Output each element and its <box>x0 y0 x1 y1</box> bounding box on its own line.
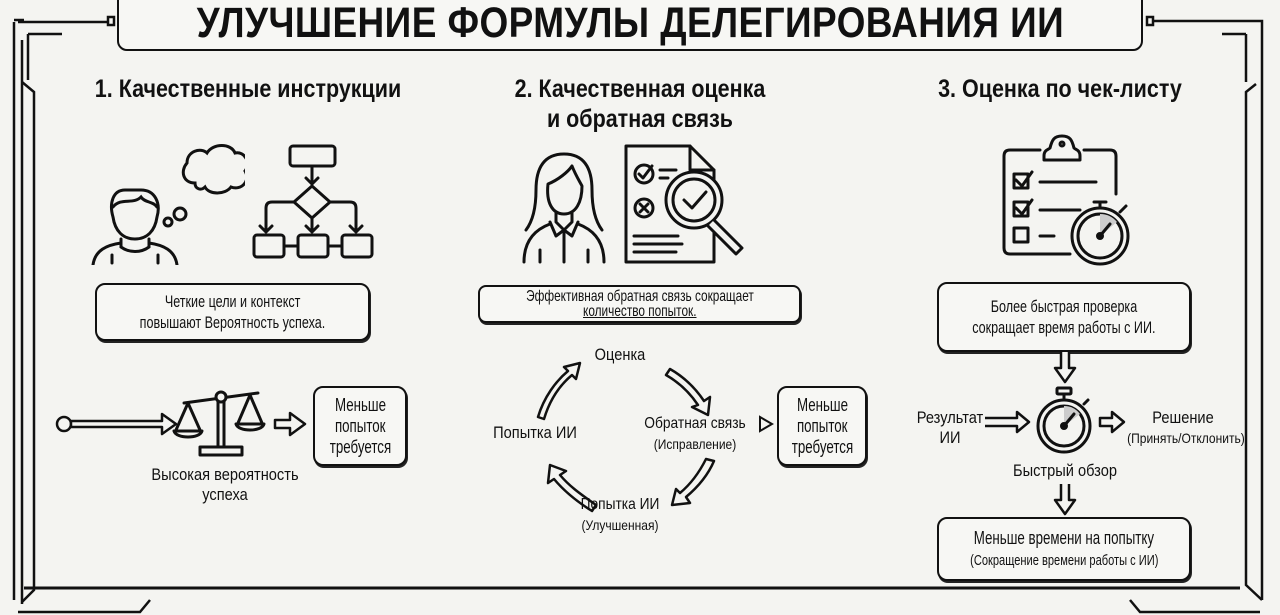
checklist-stopwatch-icon <box>1002 134 1130 266</box>
feedback-output-arrow <box>759 415 774 433</box>
section-1-summary-box: Четкие цели и контекст повышают Вероятнос… <box>95 283 370 341</box>
down-arrow-2 <box>1053 484 1077 516</box>
woman-icon <box>522 152 606 264</box>
stopwatch-icon <box>1036 386 1092 454</box>
summary-line-2: повышают Вероятность успеха. <box>139 313 326 332</box>
cycle-step-attempt: Попытка ИИ <box>493 423 577 442</box>
scales-icon <box>172 390 266 457</box>
quick-review-label: Быстрый обзор <box>1013 461 1117 480</box>
flowchart-icon <box>252 144 374 259</box>
feedback-cycle-arrows <box>536 361 716 513</box>
cycle-step-evaluation: Оценка <box>594 345 646 364</box>
decision-label: Решение(Принять/Отклонить) <box>1127 408 1245 446</box>
summary-line-1: Четкие цели и контекст <box>164 292 301 311</box>
section-3-heading: 3. Оценка по чек-листу <box>938 75 1182 103</box>
input-arrow <box>985 410 1031 434</box>
cycle-step-improved-attempt: Попытка ИИ(Улучшенная) <box>580 496 660 533</box>
cycle-step-feedback: Обратная связь(Исправление) <box>644 415 746 452</box>
document-review-icon <box>624 144 744 264</box>
section-3-result-box: Меньше времени на попытку(Сокращение вре… <box>937 517 1191 581</box>
person-thinking-icon <box>91 144 245 265</box>
section-1-heading: 1. Качественные инструкции <box>94 75 402 103</box>
page-title: УЛУЧШЕНИЕ ФОРМУЛЫ ДЕЛЕГИРОВАНИЯ ИИ <box>196 0 1064 47</box>
title-banner: УЛУЧШЕНИЕ ФОРМУЛЫ ДЕЛЕГИРОВАНИЯ ИИ <box>117 0 1143 51</box>
down-arrow-1 <box>1053 352 1077 384</box>
section-1-flow-arrows <box>55 411 307 437</box>
output-arrow <box>1098 410 1126 434</box>
